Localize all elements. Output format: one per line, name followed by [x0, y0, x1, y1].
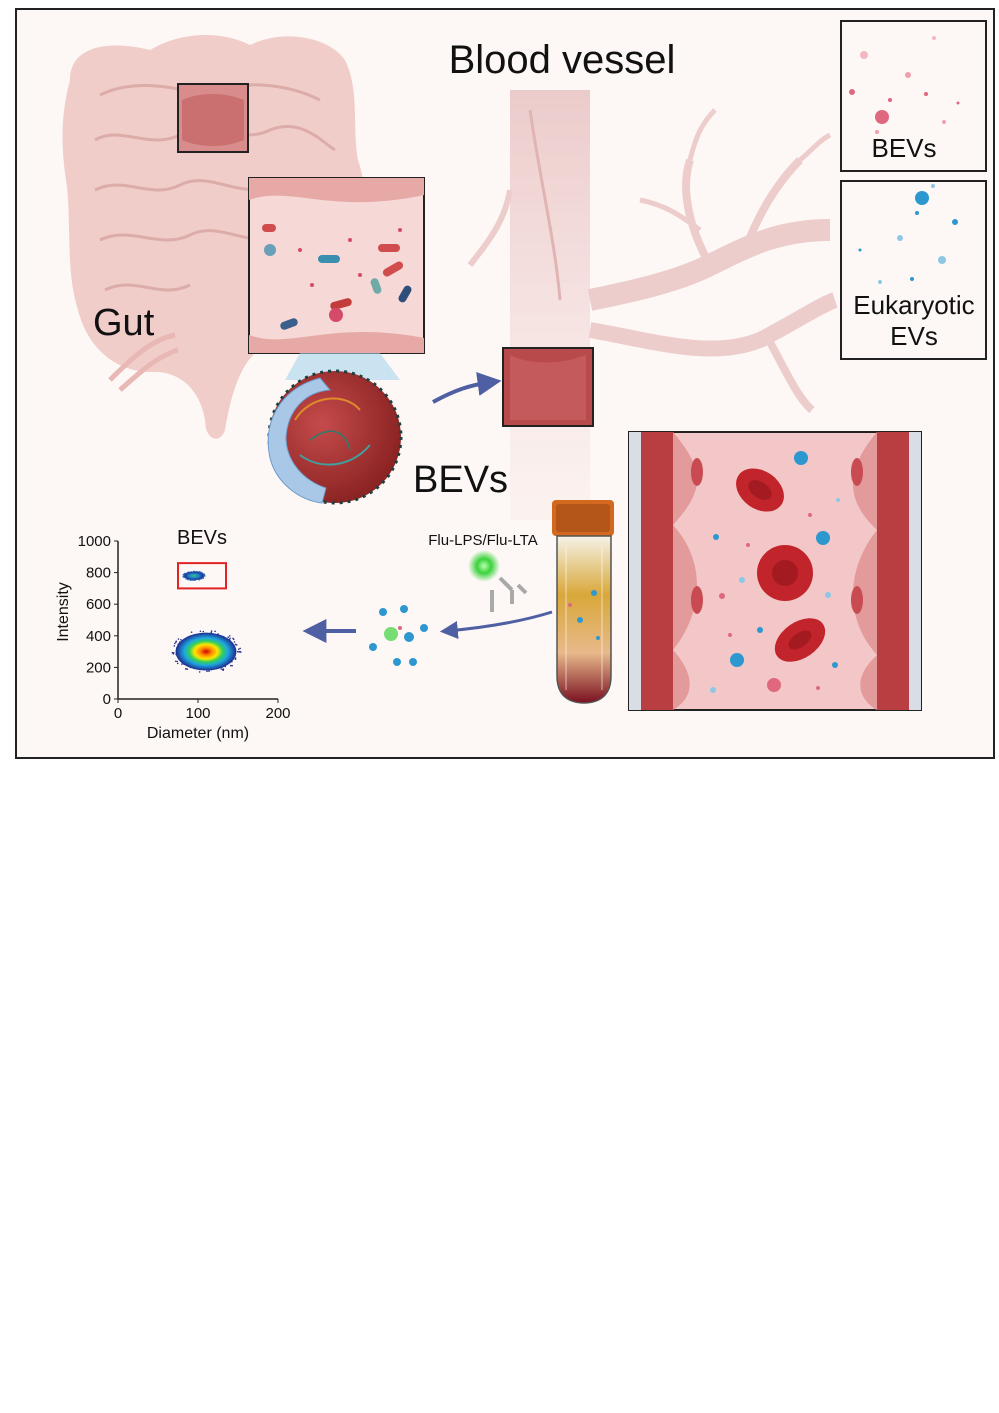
scatter-point [199, 630, 202, 633]
y-tick-label: 400 [86, 628, 111, 645]
scatter-point [198, 671, 201, 673]
scatter-point [175, 640, 178, 643]
scatter-point [220, 668, 222, 670]
scatter-point [229, 637, 231, 640]
probe-label: Flu-LPS/Flu-LTA [428, 532, 537, 549]
fluorescent-probe [468, 550, 528, 612]
scatter-point [238, 651, 240, 653]
blood-vessel-label: Blood vessel [449, 38, 676, 82]
scatter-point [239, 647, 241, 650]
density-cluster [184, 571, 204, 580]
chart-title: BEVs [177, 527, 227, 549]
scatter-point [214, 630, 216, 633]
scatter-point [206, 670, 208, 673]
scatter-point [228, 635, 231, 637]
scatter-point [210, 630, 213, 632]
legend-eukaryotic-box [840, 180, 987, 360]
scatter-point [231, 664, 233, 667]
scatter-chart: BEVs Diameter (nm) Intensity 0 100 200 0 200… [55, 527, 291, 742]
vessel-zoom-highlight [510, 355, 586, 420]
legend-bevs-box [840, 20, 987, 172]
gut-interior-panel [248, 177, 425, 354]
arrow-tube-to-complex [439, 610, 553, 639]
scatter-point [176, 660, 179, 663]
scatter-point [181, 663, 183, 665]
legend-bevs-label: BEVs [871, 133, 936, 163]
arrow-bev-to-vessel [432, 372, 502, 404]
legend-eukaryotic-label: Eukaryotic [853, 290, 974, 320]
scatter-point [174, 642, 176, 645]
scatter-point [208, 670, 210, 672]
chart-ylabel: Intensity [55, 582, 72, 642]
scatter-point [172, 653, 175, 655]
scatter-point [202, 630, 205, 633]
scatter-point [222, 669, 224, 671]
scatter-point [234, 658, 237, 660]
scatter-point [203, 574, 206, 576]
y-tick-label: 800 [86, 565, 111, 582]
gut-fold-small [182, 94, 244, 146]
scatter-point [232, 638, 235, 641]
scatter-point [233, 641, 236, 643]
scatter-point [185, 668, 187, 670]
scatter-point [234, 643, 237, 646]
scatter-point [177, 638, 180, 640]
scatter-point [236, 650, 239, 653]
scatter-point [229, 664, 232, 667]
x-tick-label: 100 [185, 705, 210, 722]
y-tick-label: 0 [103, 691, 111, 708]
scatter-point [227, 636, 230, 639]
bevs-main-label: BEVs [413, 459, 508, 501]
x-tick-label: 200 [265, 705, 290, 722]
density-cluster [175, 632, 237, 671]
x-tick-label: 0 [114, 705, 122, 722]
bevs-gate-box [177, 562, 227, 590]
vessel-interior-panel [628, 431, 922, 711]
y-tick-label: 1000 [78, 533, 111, 550]
chart-xlabel: Diameter (nm) [147, 725, 249, 742]
scatter-point [180, 638, 182, 641]
scatter-point [190, 631, 193, 633]
blood-tube [552, 500, 614, 704]
scatter-point [173, 645, 176, 647]
scatter-point [176, 662, 179, 665]
scatter-point [237, 648, 240, 651]
bev-sphere [267, 369, 403, 505]
scatter-point [174, 660, 177, 663]
scatter-point [171, 651, 174, 654]
legend-evs-label: EVs [890, 321, 938, 351]
blood-vessel-tree [467, 90, 838, 520]
gut-label: Gut [93, 302, 155, 344]
bound-complex [369, 605, 428, 666]
scatter-point [186, 668, 189, 670]
scatter-point [198, 570, 200, 573]
y-tick-label: 200 [86, 659, 111, 676]
y-tick-label: 600 [86, 596, 111, 613]
